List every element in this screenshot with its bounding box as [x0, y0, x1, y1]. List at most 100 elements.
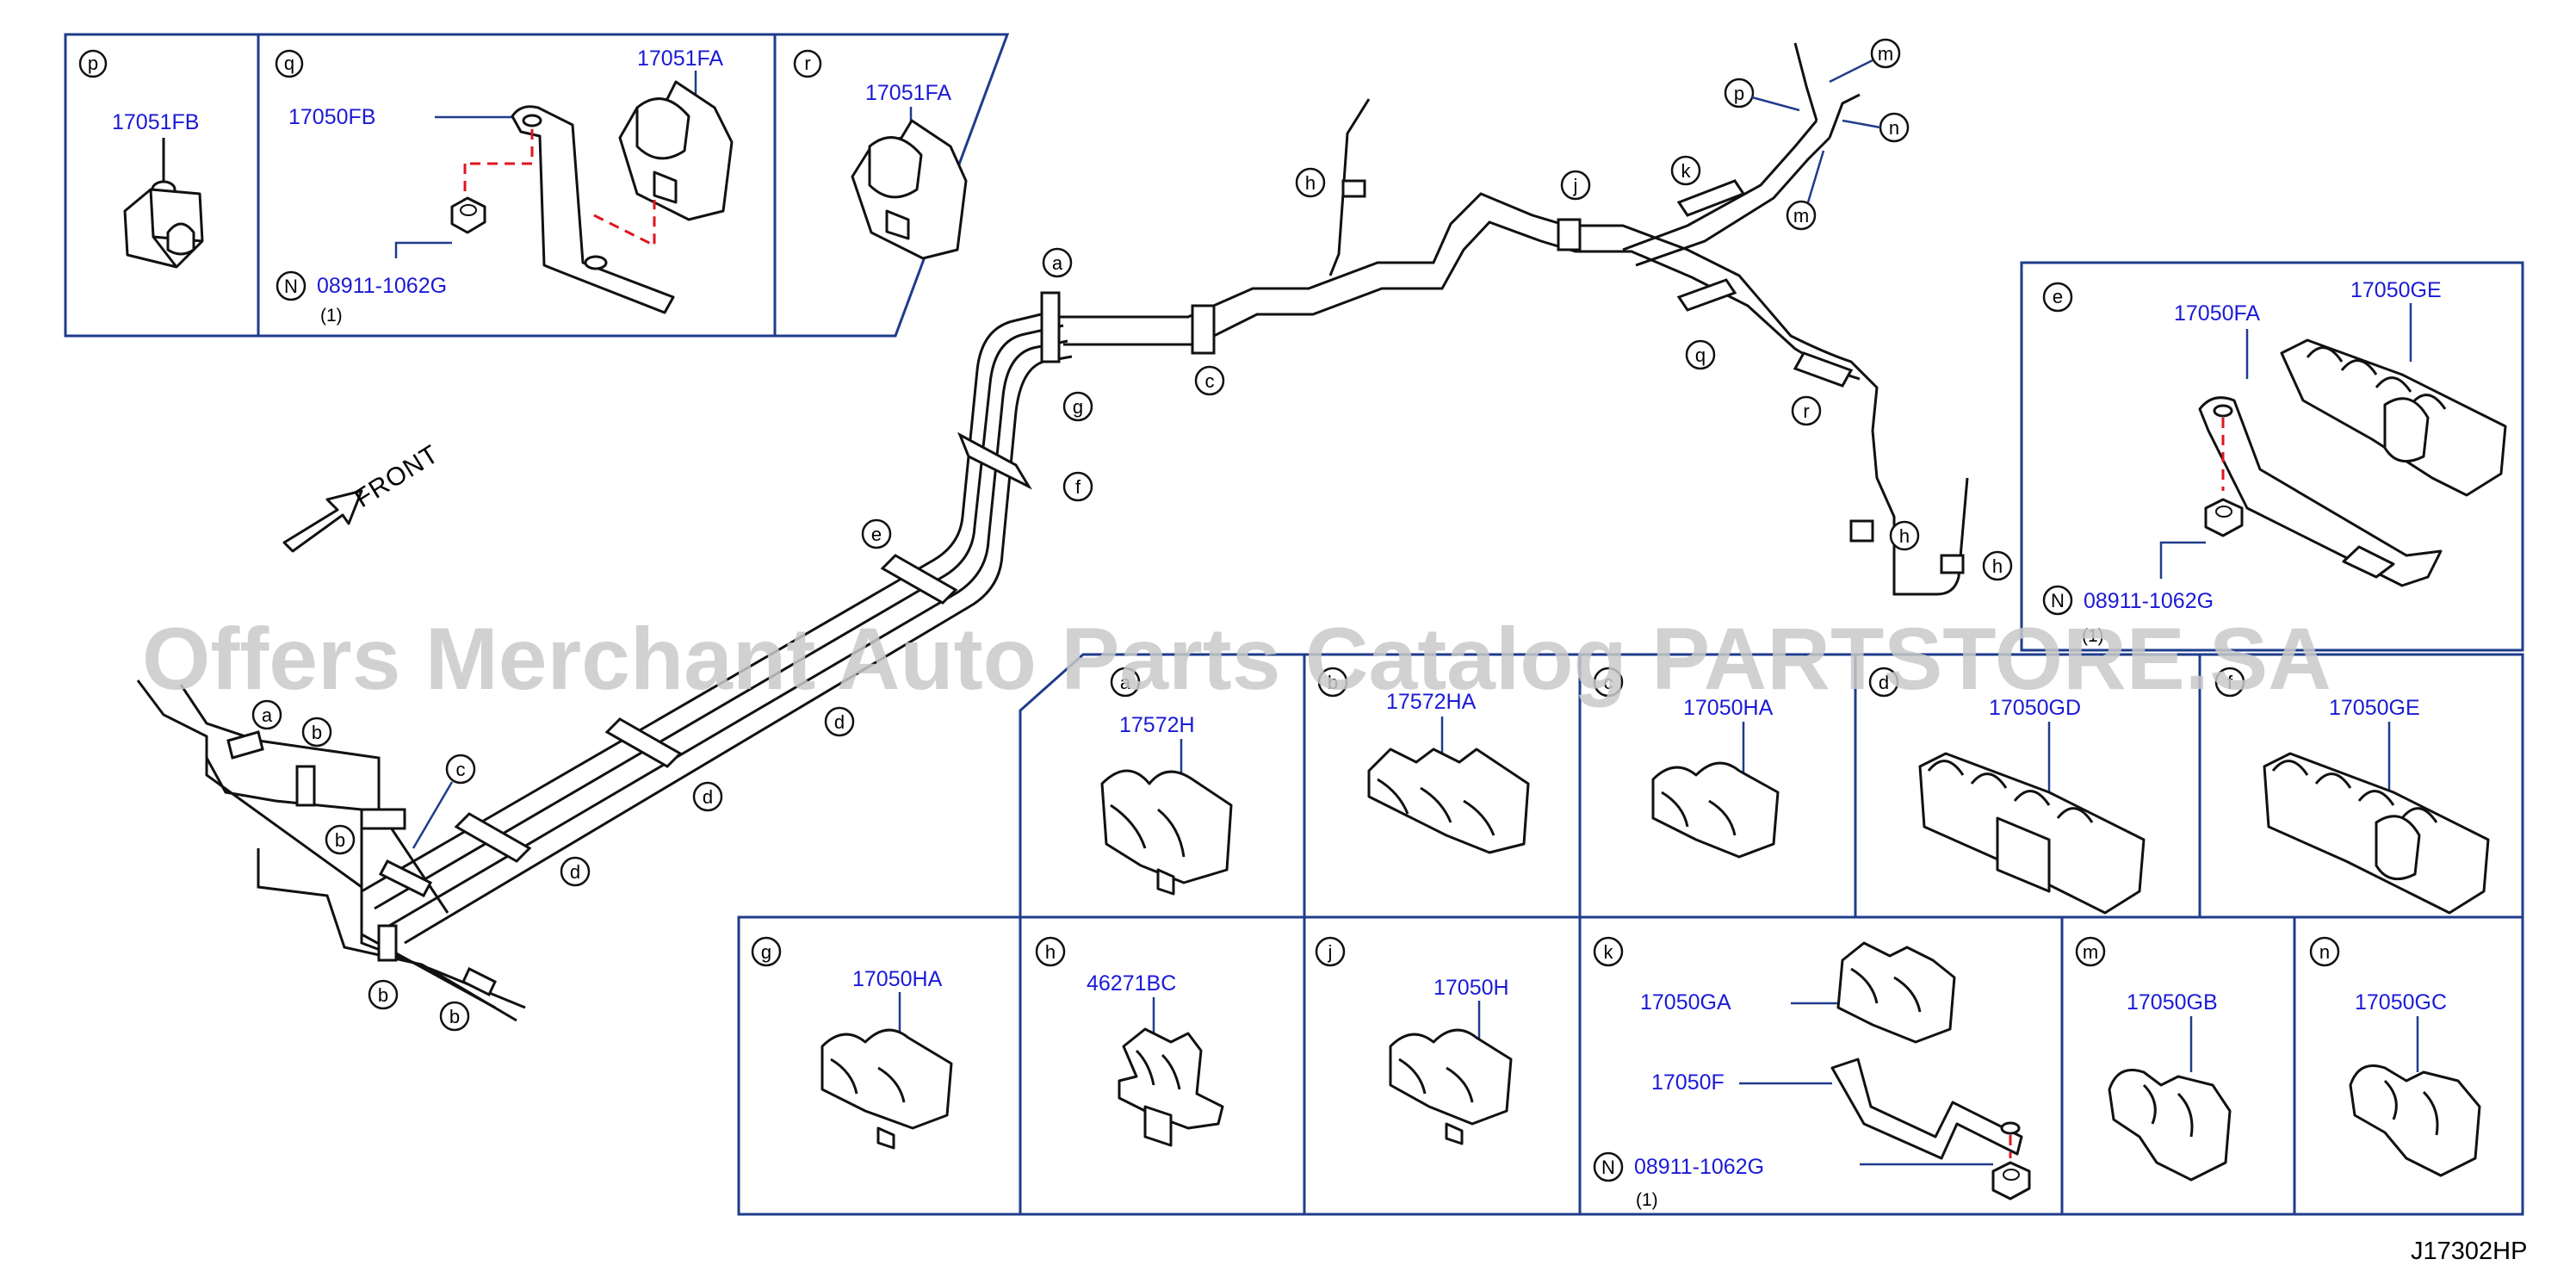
nut-symbol-e: N — [2051, 590, 2065, 611]
part-17051FA-label[interactable]: 17051FA — [637, 47, 723, 71]
panel-group-pqr — [64, 33, 1010, 338]
clip-17051FA-icon — [618, 80, 734, 221]
part-17572H-label[interactable]: 17572H — [1119, 713, 1195, 737]
callout-c-top: c — [1205, 370, 1215, 392]
callout-h-2: h — [1899, 525, 1910, 547]
clip-17050GD-icon — [1918, 752, 2146, 915]
part-17050GA-label[interactable]: 17050GA — [1640, 990, 1731, 1014]
tube-clip-c — [1191, 304, 1216, 355]
callout-q: q — [1695, 344, 1706, 366]
clip-17050GE-f-icon — [2263, 752, 2490, 915]
callout-b-2: b — [335, 829, 345, 851]
clip-17051FA-r-icon — [851, 119, 968, 260]
callout-k: k — [1681, 160, 1692, 182]
tube-clip-j — [1557, 218, 1582, 251]
clip-17050HA-c-icon — [1651, 761, 1780, 859]
panel-j-letter: j — [1328, 941, 1333, 963]
part-17050GE-label-f[interactable]: 17050GE — [2329, 696, 2420, 720]
part-17050FA-label[interactable]: 17050FA — [2174, 301, 2260, 326]
callout-h-1: h — [1305, 172, 1316, 194]
part-17051FA-label-r[interactable]: 17051FA — [865, 81, 951, 105]
panel-n: n 17050GC — [2309, 936, 2481, 1177]
tube-clip-h2 — [1849, 519, 1874, 543]
part-17050GD-label[interactable]: 17050GD — [1989, 696, 2081, 720]
panel-j: j 17050H — [1315, 936, 1513, 1145]
panel-a-letter: a — [1120, 672, 1131, 693]
nut-08911-icon — [450, 196, 486, 234]
clip-17572HA-icon — [1367, 748, 1530, 854]
part-46271BC-label[interactable]: 46271BC — [1087, 971, 1176, 996]
tube-clip-a-left — [226, 730, 264, 760]
part-17050H-label[interactable]: 17050H — [1434, 976, 1509, 1000]
panel-e: e 17050FA 17050GE N 08911-1062G (1) — [2020, 261, 2524, 652]
part-17050FB-label[interactable]: 17050FB — [288, 105, 375, 129]
panel-g: g 17050HA — [751, 936, 953, 1150]
panel-q: q 17051FA 17050FB N 08911-1062G (1) — [275, 47, 734, 326]
front-direction-indicator: FRONT — [282, 440, 444, 553]
part-17050GC-label[interactable]: 17050GC — [2355, 990, 2447, 1014]
tube-clip-f — [957, 431, 1032, 490]
tube-clip-b1 — [295, 765, 316, 807]
panel-c-letter: c — [1604, 672, 1613, 693]
clip-17050GC-icon — [2349, 1064, 2481, 1177]
panel-e-letter: e — [2053, 286, 2063, 307]
callout-b-1: b — [312, 722, 322, 743]
callout-j: j — [1573, 175, 1578, 196]
nut-08911-1062G-label-k[interactable]: 08911-1062G — [1634, 1155, 1764, 1179]
part-17050GB-label[interactable]: 17050GB — [2127, 990, 2218, 1014]
clip-17050GA-icon — [1836, 941, 1956, 1044]
brake-tube-routing — [136, 42, 1969, 1022]
panel-m: m 17050GB — [2075, 936, 2232, 1182]
nut-08911-1062G-label-e[interactable]: 08911-1062G — [2084, 589, 2214, 613]
clip-17050H-icon — [1389, 1028, 1513, 1145]
qty-q: (1) — [320, 306, 343, 326]
callout-n: n — [1889, 117, 1899, 139]
callout-p: p — [1734, 83, 1744, 104]
panel-c: c 17050HA — [1593, 667, 1780, 859]
callout-r: r — [1803, 400, 1809, 422]
clip-17050HA-g-icon — [820, 1028, 953, 1150]
panel-h: h 46271BC — [1035, 936, 1224, 1147]
clip-17051FB-icon — [123, 138, 204, 269]
layout-callouts: a b b b b c c d d d e f g a h h h j k q … — [251, 38, 2013, 1032]
bracket-17050FB-icon — [511, 105, 675, 314]
callout-m-top: m — [1878, 43, 1893, 65]
nut-08911-1062G-label-q[interactable]: 08911-1062G — [317, 274, 447, 298]
part-17050F-label[interactable]: 17050F — [1651, 1070, 1725, 1095]
part-17050HA-label-g[interactable]: 17050HA — [852, 967, 943, 991]
panel-r: r 17051FA — [793, 49, 968, 260]
panel-b: b 17572HA — [1317, 667, 1530, 854]
callout-g: g — [1073, 396, 1083, 418]
tube-clip-d2 — [454, 812, 532, 863]
bracket-17050F-icon — [1830, 1058, 2023, 1160]
tube-clip-d1 — [604, 717, 683, 768]
callout-c-left: c — [456, 759, 466, 780]
qty-k: (1) — [1636, 1190, 1658, 1210]
tube-clip-r — [1793, 351, 1854, 388]
callout-e: e — [871, 524, 882, 545]
part-17050GE-label-e[interactable]: 17050GE — [2350, 278, 2442, 302]
tube-clip-h3 — [1940, 554, 1965, 574]
tube-clip-c-left — [378, 859, 433, 897]
tube-clip-h1 — [1341, 179, 1366, 198]
panel-p-letter: p — [88, 53, 98, 74]
panel-a: a 17572H — [1100, 667, 1233, 896]
tube-clip-q — [1676, 278, 1737, 312]
callout-b-4: b — [449, 1006, 460, 1027]
tube-clip-e — [880, 554, 958, 605]
clip-17050GE-e-icon — [2280, 338, 2507, 497]
part-17050HA-label-c[interactable]: 17050HA — [1683, 696, 1774, 720]
part-17051FB-label[interactable]: 17051FB — [112, 110, 199, 134]
panel-n-letter: n — [2319, 941, 2330, 963]
panel-b-letter: b — [1328, 672, 1338, 693]
callout-d-1: d — [570, 861, 580, 883]
tube-clip-b4 — [461, 966, 497, 997]
part-17572HA-label[interactable]: 17572HA — [1386, 690, 1477, 714]
tube-clip-k — [1676, 179, 1746, 217]
panel-k: k 17050GA 17050F N 08911-1062G (1) — [1593, 936, 2031, 1210]
tube-clip-a — [1040, 291, 1061, 363]
callout-m-bottom: m — [1793, 205, 1809, 226]
clip-46271BC-icon — [1118, 1027, 1224, 1147]
callout-h-3: h — [1992, 555, 2003, 577]
nut-symbol-q: N — [284, 276, 298, 297]
